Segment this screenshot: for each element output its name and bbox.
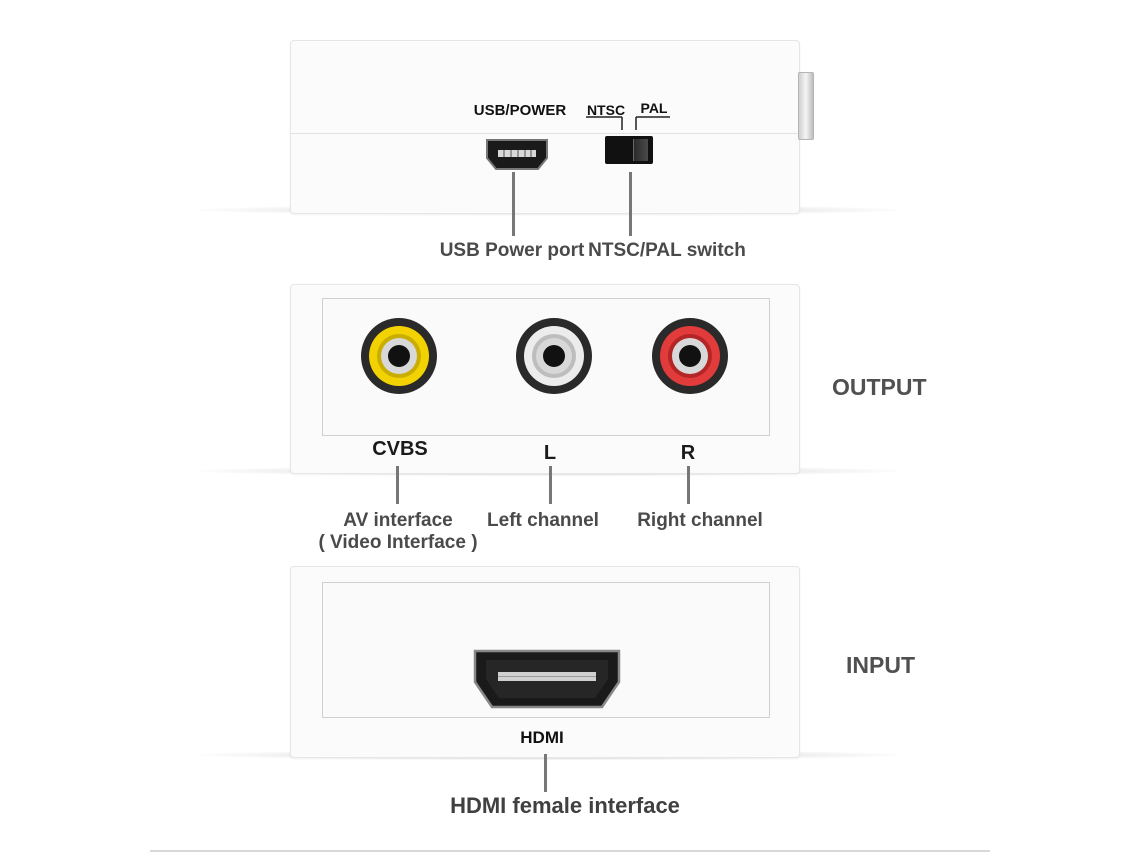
top-panel-device bbox=[290, 40, 800, 214]
hdmi-port-icon[interactable] bbox=[472, 648, 622, 710]
ntsc-pal-switch-caption: NTSC/PAL switch bbox=[588, 240, 746, 261]
input-side-label: INPUT bbox=[846, 652, 915, 678]
left-channel-rca-jack-icon[interactable] bbox=[512, 314, 596, 398]
usb-power-port-caption: USB Power port bbox=[439, 240, 585, 261]
left-channel-caption: Left channel bbox=[487, 510, 599, 531]
switch-knob bbox=[633, 139, 648, 161]
left-channel-label: L bbox=[543, 442, 557, 464]
cvbs-rca-jack-icon[interactable] bbox=[357, 314, 441, 398]
right-channel-rca-jack-icon[interactable] bbox=[648, 314, 732, 398]
left-callout-line bbox=[549, 466, 552, 504]
right-channel-caption: Right channel bbox=[637, 510, 763, 531]
pal-label: PAL bbox=[640, 100, 668, 116]
right-channel-label: R bbox=[680, 442, 696, 464]
ntsc-label: NTSC bbox=[586, 102, 626, 118]
hdmi-female-interface-caption: HDMI female interface bbox=[450, 793, 680, 818]
cvbs-callout-line bbox=[396, 466, 399, 504]
usb-callout-line bbox=[512, 172, 515, 236]
switch-callout-line bbox=[629, 172, 632, 236]
right-callout-line bbox=[687, 466, 690, 504]
output-side-label: OUTPUT bbox=[832, 374, 927, 400]
ntsc-pal-slide-switch[interactable] bbox=[605, 136, 653, 164]
av-interface-caption: AV interface bbox=[343, 510, 453, 531]
cvbs-label: CVBS bbox=[372, 438, 428, 460]
hdmi-callout-line bbox=[544, 754, 547, 792]
side-knob bbox=[798, 72, 814, 140]
mini-usb-port-icon[interactable] bbox=[484, 138, 550, 172]
ntsc-pal-bracket-marks bbox=[586, 116, 670, 130]
hdmi-label: HDMI bbox=[520, 728, 564, 747]
usb-power-label: USB/POWER bbox=[473, 102, 567, 119]
video-interface-caption: ( Video Interface ) bbox=[318, 532, 478, 553]
top-panel-seam bbox=[291, 133, 799, 134]
bottom-divider bbox=[150, 850, 990, 852]
